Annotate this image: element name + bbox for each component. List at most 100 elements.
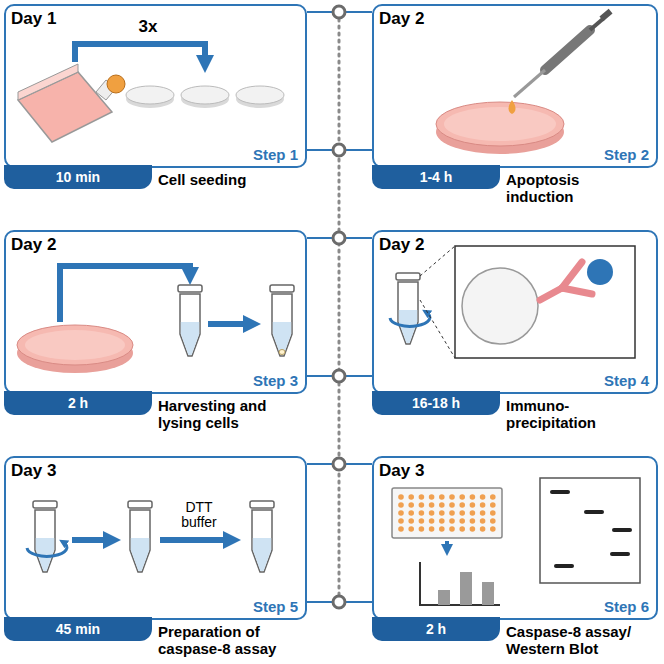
well-plate: [398, 510, 404, 516]
well-plate: [480, 518, 486, 524]
well-plate: [419, 494, 425, 500]
day-label: Day 2: [379, 9, 424, 29]
well-plate: [439, 526, 445, 532]
well-plate: [459, 526, 465, 532]
step-panel: Day 3Step 6Caspase-8 assay/ Western Blot…: [372, 456, 658, 620]
pipette: [509, 100, 516, 114]
well-plate: [419, 518, 425, 524]
timeline: [307, 6, 372, 608]
tube: [33, 501, 57, 572]
antibody: [540, 262, 592, 300]
antigen: [587, 259, 613, 285]
step-title: Apoptosis induction: [506, 171, 644, 205]
well-plate: [419, 510, 425, 516]
culture-flask: [107, 75, 125, 93]
step-title: Cell seeding: [158, 171, 296, 188]
timeline: [333, 6, 345, 608]
western-blot: [540, 478, 640, 583]
timeline-marker: [333, 232, 345, 244]
day-label: Day 3: [11, 461, 56, 481]
well-plate: [449, 518, 455, 524]
transfer-arrow: [60, 266, 190, 322]
well-plate: [392, 488, 502, 538]
zoom-inset: [420, 246, 635, 358]
petri-dish: [17, 325, 133, 373]
well-plate: [449, 526, 455, 532]
well-plate: [439, 510, 445, 516]
zoom-inset: [462, 268, 538, 344]
well-plate: [449, 502, 455, 508]
tube: [128, 501, 152, 572]
well-plate: [439, 518, 445, 524]
pipette: [514, 70, 545, 97]
step-title: Caspase-8 assay/ Western Blot: [506, 623, 644, 657]
well-plate: [398, 526, 404, 532]
well-plate: [480, 526, 486, 532]
well-plate: [490, 518, 496, 524]
well-plate: [449, 510, 455, 516]
well-plate: [429, 518, 435, 524]
well-plate: [470, 518, 476, 524]
well-plate: [392, 488, 502, 538]
annotation-label: 3x: [128, 18, 168, 37]
timeline-marker: [333, 6, 345, 18]
step-panel: Day 2Step 2Apoptosis induction1-4 h: [372, 4, 658, 168]
cell-pellet: [279, 350, 285, 355]
well-plate: [480, 510, 486, 516]
timeline-link: [307, 601, 333, 603]
duration-text: 2 h: [372, 617, 500, 641]
well-plate: [429, 502, 435, 508]
well-plate: [470, 494, 476, 500]
petri-dish: [126, 86, 284, 108]
timeline-link: [307, 149, 333, 151]
pipette: [590, 18, 604, 30]
transfer-arrow: [75, 44, 205, 64]
antibody: [562, 262, 582, 288]
well-plate: [419, 502, 425, 508]
culture-flask: [18, 64, 78, 100]
timeline: [338, 12, 341, 602]
bar-chart: [482, 582, 494, 605]
day-label: Day 3: [379, 461, 424, 481]
step-title: Immuno- precipitation: [506, 397, 644, 431]
step-label: Step 1: [253, 146, 298, 163]
well-plate: [439, 502, 445, 508]
petri-dish: [436, 102, 564, 154]
duration-tab: 45 min: [4, 617, 152, 641]
duration-text: 10 min: [4, 165, 152, 189]
bar-chart: [460, 572, 472, 605]
transfer-arrow: [72, 537, 112, 543]
duration-tab: 2 h: [4, 391, 152, 415]
step-title: Harvesting and lysing cells: [158, 397, 296, 431]
duration-tab: 16-18 h: [372, 391, 500, 415]
petri-dish: [126, 86, 174, 104]
zoom-inset: [420, 246, 455, 276]
western-blot: [614, 528, 630, 532]
timeline-marker: [333, 596, 345, 608]
timeline-link: [345, 11, 372, 13]
western-blot: [556, 564, 572, 568]
well-plate: [429, 526, 435, 532]
timeline-link: [307, 237, 333, 239]
step-label: Step 2: [604, 146, 649, 163]
western-blot: [552, 492, 630, 566]
duration-tab: 2 h: [372, 617, 500, 641]
timeline-link: [307, 463, 333, 465]
rotation-arrow: [27, 542, 67, 556]
western-blot: [540, 478, 640, 583]
well-plate: [470, 526, 476, 532]
timeline-marker: [333, 458, 345, 470]
timeline-link: [345, 375, 372, 377]
well-plate: [408, 494, 414, 500]
timeline: [307, 12, 372, 602]
well-plate: [429, 494, 435, 500]
duration-tab: 10 min: [4, 165, 152, 189]
duration-text: 16-18 h: [372, 391, 500, 415]
day-label: Day 2: [11, 235, 56, 255]
tube: [270, 285, 294, 356]
petri-dish: [17, 325, 133, 365]
well-plate: [408, 518, 414, 524]
